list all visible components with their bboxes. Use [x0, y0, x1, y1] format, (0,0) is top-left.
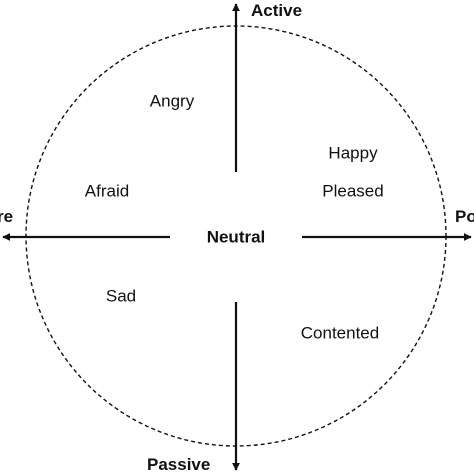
axis-label-right: Po [455, 207, 474, 226]
emotion-label-angry: Angry [150, 92, 195, 111]
center-label-neutral: Neutral [207, 228, 266, 247]
emotion-label-pleased: Pleased [322, 182, 383, 201]
emotion-label-sad: Sad [106, 287, 136, 306]
axis-label-left: re [0, 207, 13, 226]
axis-label-active: Active [251, 1, 302, 20]
emotion-label-afraid: Afraid [85, 182, 129, 201]
axis-label-passive: Passive [147, 455, 210, 474]
emotion-label-contented: Contented [301, 324, 379, 343]
emotion-label-happy: Happy [328, 144, 378, 163]
